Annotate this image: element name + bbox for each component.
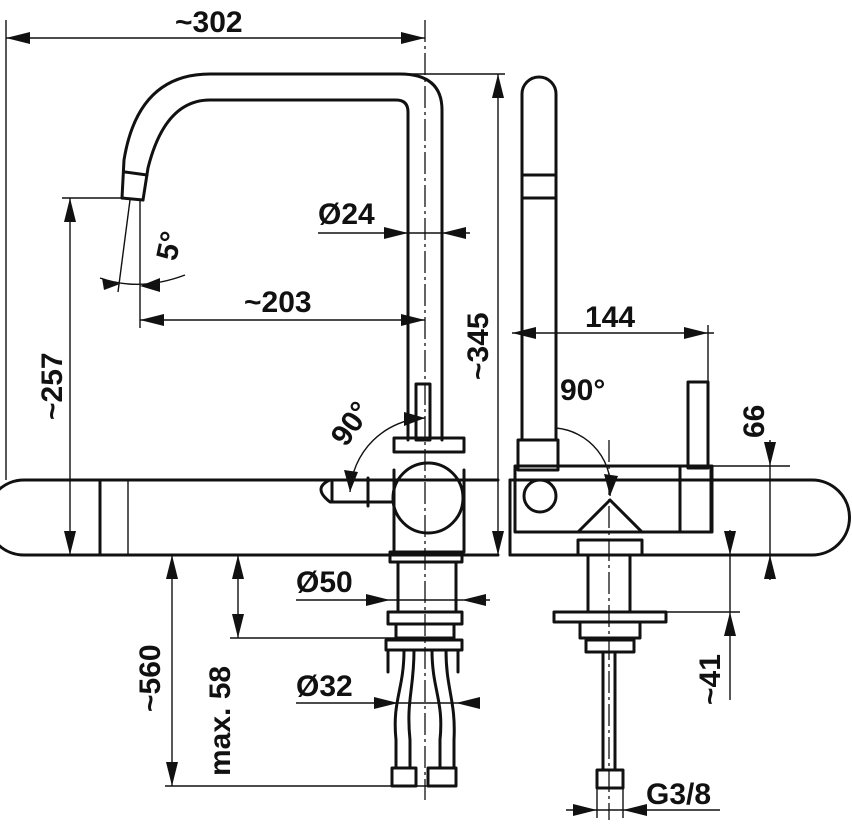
label-overall-reach: ~302 <box>175 6 243 39</box>
label-total-height: ~345 <box>462 312 495 380</box>
label-max-thickness: max. 58 <box>204 666 237 776</box>
spout-front <box>520 75 558 442</box>
label-thread: G3/8 <box>646 778 711 811</box>
countertop-outline <box>0 478 500 557</box>
hose-fitting-left <box>390 766 418 788</box>
label-shank-diameter: Ø32 <box>296 670 353 703</box>
lever-front <box>686 380 710 470</box>
label-hose-length: ~560 <box>134 644 167 712</box>
hose-fitting-right <box>426 766 458 788</box>
side-view <box>0 20 500 800</box>
shank-front <box>586 553 632 614</box>
lever-stub <box>414 382 432 442</box>
lever-handle <box>319 478 395 504</box>
hose-front <box>601 650 617 772</box>
spout-outer-edge <box>120 72 444 442</box>
label-spout-height: ~257 <box>36 352 69 420</box>
mounting-shank <box>396 560 458 612</box>
label-spout-diameter: Ø24 <box>318 198 375 231</box>
front-view <box>508 75 851 820</box>
label-body-diameter: Ø50 <box>296 566 353 599</box>
hose-fitting-front <box>595 768 625 790</box>
label-mount-depth: ~41 <box>694 654 727 705</box>
dimension-labels: ~302 Ø24 5° ~203 ~257 90° ~345 144 90° 6… <box>36 6 771 811</box>
label-spout-angle: 5° <box>151 229 189 264</box>
label-lever-reach: 144 <box>585 301 635 334</box>
dimension-lines <box>5 20 790 818</box>
label-lever-angle-right: 90° <box>560 374 605 407</box>
aerator-outlet <box>120 196 145 202</box>
hose-left <box>393 648 416 770</box>
hose-right <box>430 648 456 770</box>
spout-inner-edge <box>141 98 410 442</box>
body-base-ring <box>388 550 464 564</box>
cartridge-housing <box>391 461 465 535</box>
aerator-ring <box>123 170 149 177</box>
cartridge-front <box>522 478 558 514</box>
label-lever-height: 66 <box>738 405 771 438</box>
countertop-front <box>508 478 851 557</box>
label-spout-reach: ~203 <box>244 286 312 319</box>
